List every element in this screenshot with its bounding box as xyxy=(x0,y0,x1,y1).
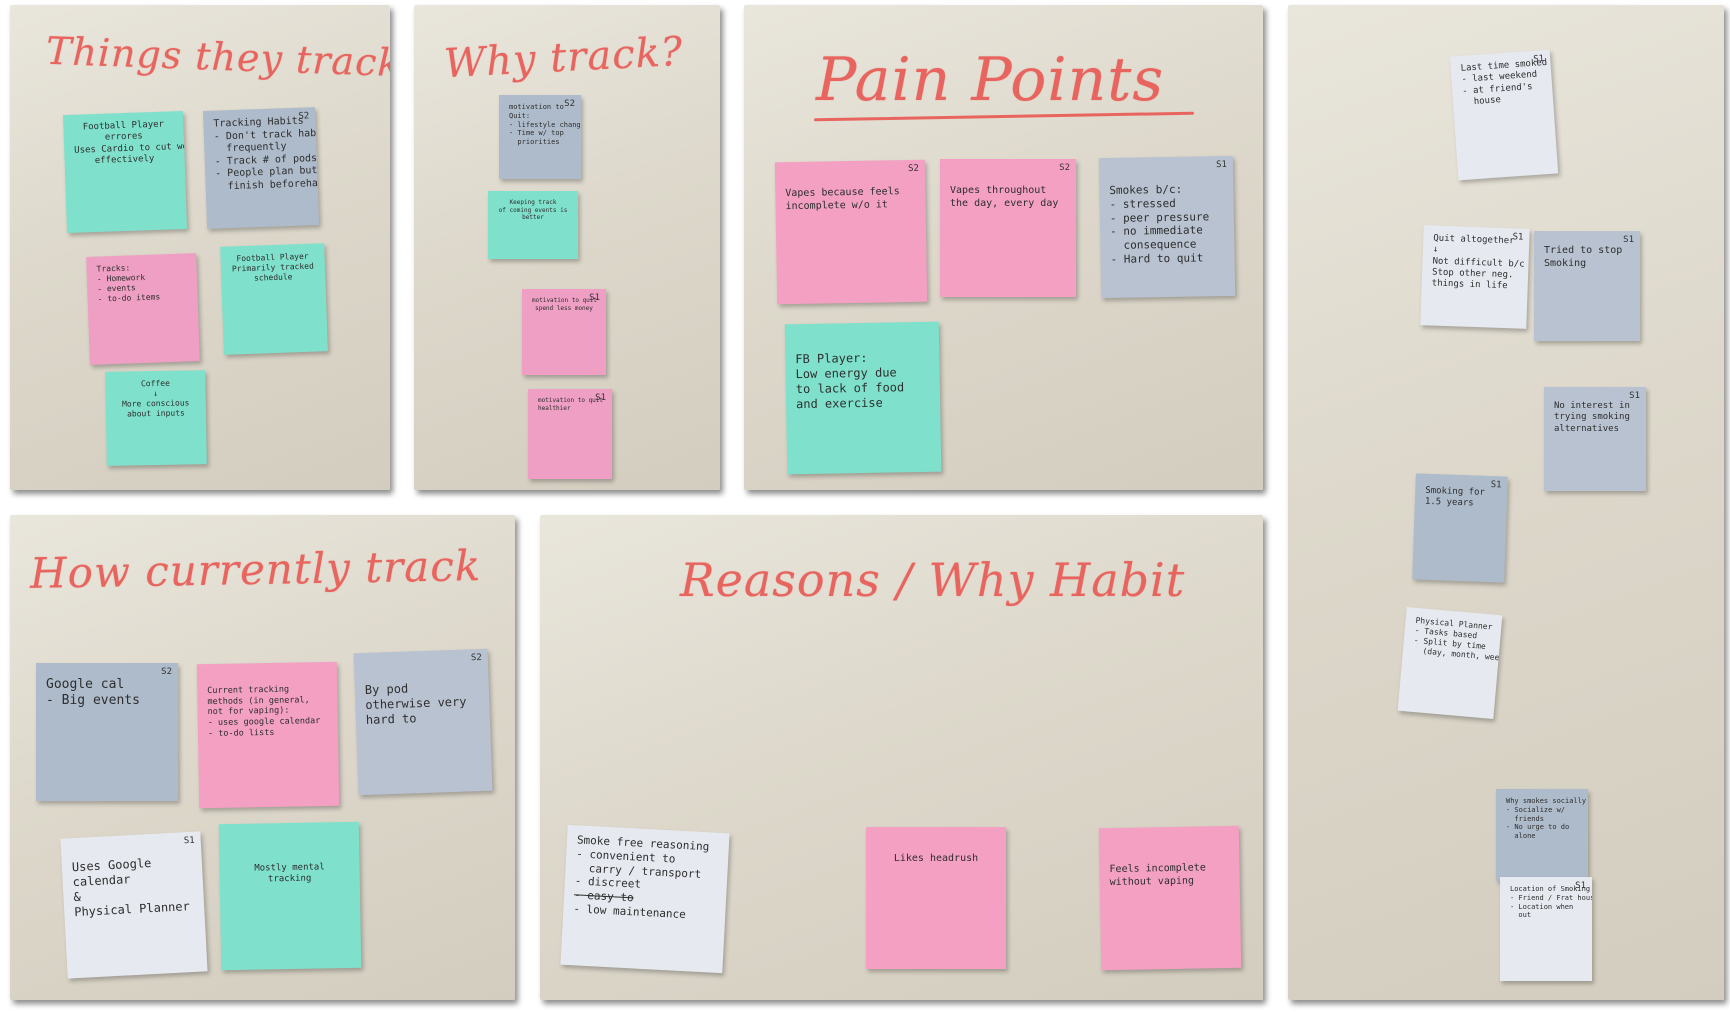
sticky-note: S1 No interest in trying smoking alterna… xyxy=(1544,387,1646,491)
sticky-note: Football Player errores Uses Cardio to c… xyxy=(62,110,188,234)
sticky-note: Keeping track of coming events is better xyxy=(488,191,578,259)
sticky-note: Physical Planner - Tasks based - Split b… xyxy=(1397,607,1503,719)
sticky-note: Football Player Primarily tracked schedu… xyxy=(220,243,328,355)
sticky-note: Feels incomplete without vaping xyxy=(1098,825,1242,971)
panel-things-they-track: Things they track Football Player errore… xyxy=(10,5,390,490)
sticky-note: S1 motivation to quit spend less money xyxy=(522,289,606,375)
heading-why-track: Why track? xyxy=(442,28,685,88)
sticky-note: Current tracking methods (in general, no… xyxy=(196,661,340,809)
sticky-note: S2 Google cal - Big events xyxy=(36,663,178,801)
sticky-note: S1 Smoking for 1.5 years xyxy=(1412,473,1508,583)
heading-pain-points: Pain Points xyxy=(816,45,1165,115)
panel-how-currently-track: How currently track S2 Google cal - Big … xyxy=(10,515,515,1000)
heading-reasons-why-habit: Reasons / Why Habit xyxy=(680,553,1186,607)
sticky-note: S1 Location of Smoking - Friend / Frat h… xyxy=(1500,877,1592,981)
sticky-note: Likes headrush xyxy=(866,827,1006,969)
panel-why-track: Why track? S2 motivation to Quit: - life… xyxy=(414,5,720,490)
sticky-note: S2 Vapes because feels incomplete w/o it xyxy=(774,159,928,305)
sticky-note: Smoke free reasoning - convenient to car… xyxy=(560,824,730,974)
sticky-note: S1 Last time smoked - last weekend - at … xyxy=(1449,49,1559,181)
sticky-note: S1 Tried to stop Smoking xyxy=(1534,231,1640,341)
sticky-note: Mostly mental tracking xyxy=(218,821,362,971)
heading-how-currently-track: How currently track xyxy=(29,541,482,598)
sticky-note: S1 Quit altogether ↓ Not difficult b/c S… xyxy=(1420,225,1530,329)
sticky-note: Tracks: - Homework - events - to-do item… xyxy=(86,253,200,365)
panel-reasons-why-habit: Reasons / Why Habit Smoke free reasoning… xyxy=(540,515,1263,1000)
heading-things-they-track: Things they track xyxy=(45,28,390,86)
sticky-note: S2 motivation to Quit: - lifestyle chang… xyxy=(499,95,581,179)
panel-pain-points: Pain Points S2 Vapes because feels incom… xyxy=(744,5,1263,490)
sticky-note: S2 By pod otherwise very hard to xyxy=(353,648,493,796)
sticky-note: S2 Vapes throughout the day, every day xyxy=(940,159,1076,297)
sticky-note: Why smokes socially - Socialize w/ frien… xyxy=(1496,789,1588,881)
sticky-note: S1 Uses Google calendar & Physical Plann… xyxy=(60,831,208,979)
sticky-note: FB Player: Low energy due to lack of foo… xyxy=(784,321,942,475)
sticky-note: S1 motivation to quit healthier xyxy=(528,389,612,479)
panel-right-column: S1 Last time smoked - last weekend - at … xyxy=(1288,5,1724,1000)
sticky-note: S2 Tracking Habits - Don't track habits … xyxy=(202,107,320,229)
sticky-note: S1 Smokes b/c: - stressed - peer pressur… xyxy=(1098,155,1236,299)
sticky-note: Coffee ↓ More conscious about inputs xyxy=(105,370,207,466)
